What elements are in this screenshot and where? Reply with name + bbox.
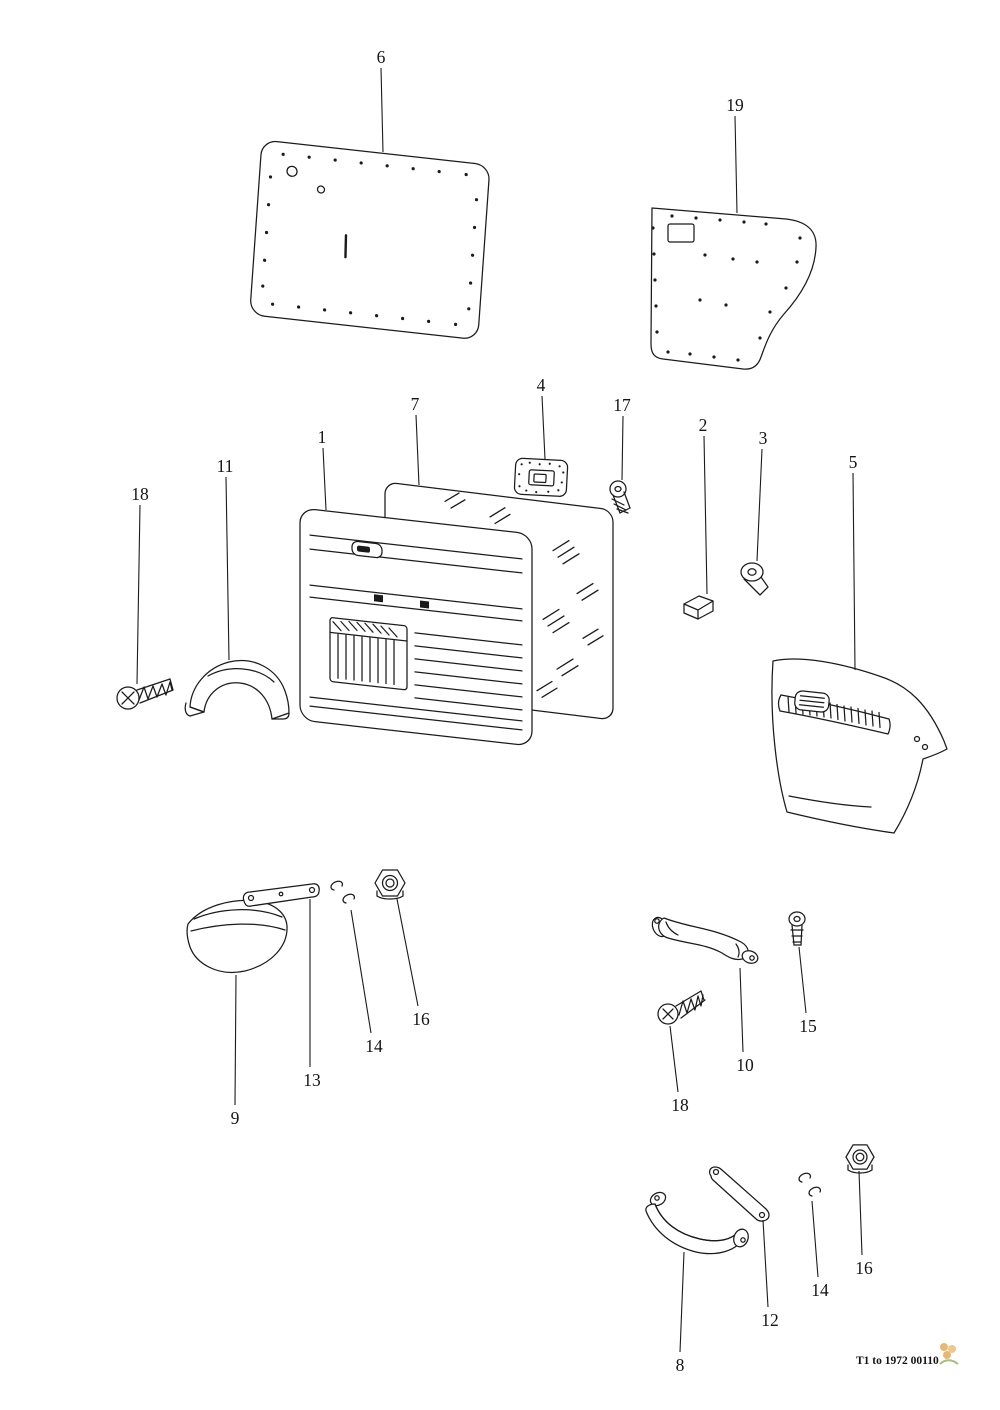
leader-9 [234,974,237,1106]
callout-1: 1 [318,427,327,447]
callout-14-bottom: 14 [811,1280,829,1300]
part-8-grab-handle [645,1191,749,1255]
leader-3 [756,448,763,562]
part-17-expanding-rivet [609,480,631,514]
part-18-screw-right [657,990,706,1025]
leader-12 [762,1219,769,1308]
part-6-door-liner-panel [250,140,490,339]
part-11-door-pull-handle [184,660,290,720]
callout-3: 3 [759,428,768,448]
leader-18-right [669,1025,679,1093]
part-4-foam-block [513,457,569,497]
callout-17: 17 [613,395,631,415]
leader-5 [852,472,856,671]
leader-16-middle [396,898,419,1007]
callout-9: 9 [231,1108,240,1128]
part-13-mounting-strap [242,883,320,907]
part-19-rear-quarter-liner-panel [650,207,817,370]
leader-14-middle [350,909,372,1034]
part-14-spring-clips-bottom [798,1172,822,1197]
callout-16-bottom: 16 [855,1258,873,1278]
part-10-grab-handle [651,916,759,964]
part-18-screw-left [116,678,174,710]
part-15-expanding-rivet [788,911,806,946]
callout-10: 10 [736,1055,754,1075]
callout-5: 5 [849,452,858,472]
leader-4 [541,395,546,460]
leader-15 [798,946,807,1014]
callout-16-middle: 16 [412,1009,430,1029]
callout-6: 6 [377,47,386,67]
callout-15: 15 [799,1016,817,1036]
callout-4: 4 [537,375,546,395]
leader-11 [225,476,230,661]
callout-18-right: 18 [671,1095,689,1115]
leader-lines [136,67,863,1353]
leader-19 [734,115,738,214]
callout-13: 13 [303,1070,321,1090]
callout-19: 19 [726,95,744,115]
callout-12: 12 [761,1310,779,1330]
part-3-grommet [740,562,769,596]
part-12-mounting-strap [709,1166,770,1222]
part-14-spring-clips-middle [330,880,356,904]
part-5-rear-quarter-trim-panel [771,658,948,834]
leader-10 [739,967,744,1053]
part-9-armrest-pad [186,899,288,973]
leader-18-left [136,504,141,685]
part-1-door-trim-panel [299,508,533,746]
callout-18-left: 18 [131,484,149,504]
callout-11: 11 [217,456,234,476]
leader-17 [621,415,624,481]
callout-7: 7 [411,394,420,414]
callout-8: 8 [676,1355,685,1375]
leader-1 [322,447,327,511]
part-16-hex-nut-bottom [845,1144,875,1174]
part-16-hex-nut-middle [374,869,406,900]
part-2-spring-clip [683,595,714,620]
watermark-logo [939,1343,959,1365]
leader-16-bottom [858,1170,863,1256]
leader-14-bottom [811,1200,819,1278]
leader-2 [703,435,708,595]
callout-14-middle: 14 [365,1036,383,1056]
leader-7 [415,414,420,486]
leader-6 [380,67,384,153]
leader-8 [679,1251,685,1353]
footer-plate-code: T1 to 1972 00110 [856,1355,939,1367]
callout-2: 2 [699,415,708,435]
